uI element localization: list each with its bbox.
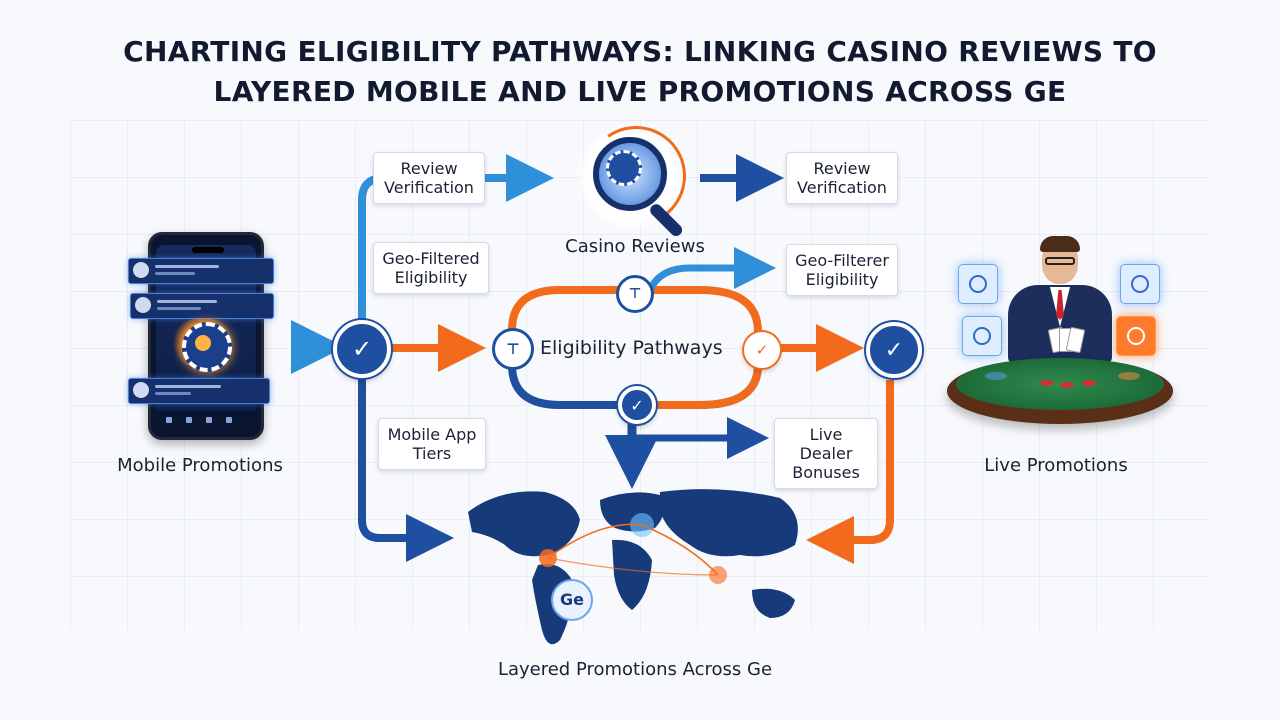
pathways-loop-top	[508, 286, 762, 333]
float-card-3	[1120, 264, 1160, 304]
geo-filtered-left: Geo-Filtered Eligibility	[373, 242, 489, 294]
float-card-1	[958, 264, 998, 304]
pathways-loop-bottom-orange	[650, 364, 762, 409]
review-verification-left: Review Verification	[373, 152, 485, 204]
eligibility-pathways-label: Eligibility Pathways	[540, 337, 723, 359]
table-chip-3	[1082, 380, 1096, 386]
filter-icon-top: ⊤	[616, 275, 654, 313]
mobile-promotions-label: Mobile Promotions	[117, 455, 283, 476]
title-line-2: LAYERED MOBILE AND LIVE PROMOTIONS ACROS…	[213, 75, 1067, 108]
right-trunk	[806, 380, 894, 564]
magnifier-chip-icon	[606, 150, 642, 186]
left-trunk-down	[358, 378, 454, 562]
check-icon-pathways-bottom: ✓	[618, 386, 656, 424]
page-title: CHARTING ELIGIBILITY PATHWAYS: LINKING C…	[40, 32, 1240, 112]
promo-card-3	[128, 378, 270, 404]
table-chip-2	[1060, 382, 1074, 388]
layered-promotions-label: Layered Promotions Across Ge	[497, 659, 773, 680]
review-verification-right: Review Verification	[786, 152, 898, 204]
dealer-glasses	[1045, 257, 1075, 265]
hologram-base-left	[985, 372, 1007, 380]
casino-chip-icon	[182, 322, 232, 372]
filter-icon-left: ⊤	[492, 328, 534, 370]
playing-cards-icon	[1047, 326, 1086, 354]
promo-card-1	[128, 258, 274, 284]
map-marker	[551, 579, 593, 621]
check-icon-pathways-right: ✓	[744, 332, 780, 368]
float-card-2	[962, 316, 1002, 356]
dealer-tie	[1056, 290, 1064, 320]
casino-reviews-label: Casino Reviews	[565, 236, 705, 257]
check-icon-left: ✓	[333, 320, 391, 378]
live-dealer-bonuses: Live Dealer Bonuses	[774, 418, 878, 489]
mobile-app-tiers: Mobile App Tiers	[378, 418, 486, 470]
table-chip-1	[1040, 380, 1054, 386]
promo-card-2	[130, 293, 274, 319]
dealer-hair	[1040, 236, 1080, 252]
geo-filtered-right: Geo-Filterer Eligibility	[786, 244, 898, 296]
world-map-icon	[468, 489, 798, 645]
float-card-4	[1116, 316, 1156, 356]
hologram-base-right	[1118, 372, 1140, 380]
title-line-1: CHARTING ELIGIBILITY PATHWAYS: LINKING C…	[123, 35, 1157, 68]
map-marker-label: Ge	[560, 590, 584, 609]
live-promotions-label: Live Promotions	[984, 455, 1128, 476]
check-icon-right: ✓	[866, 322, 922, 378]
